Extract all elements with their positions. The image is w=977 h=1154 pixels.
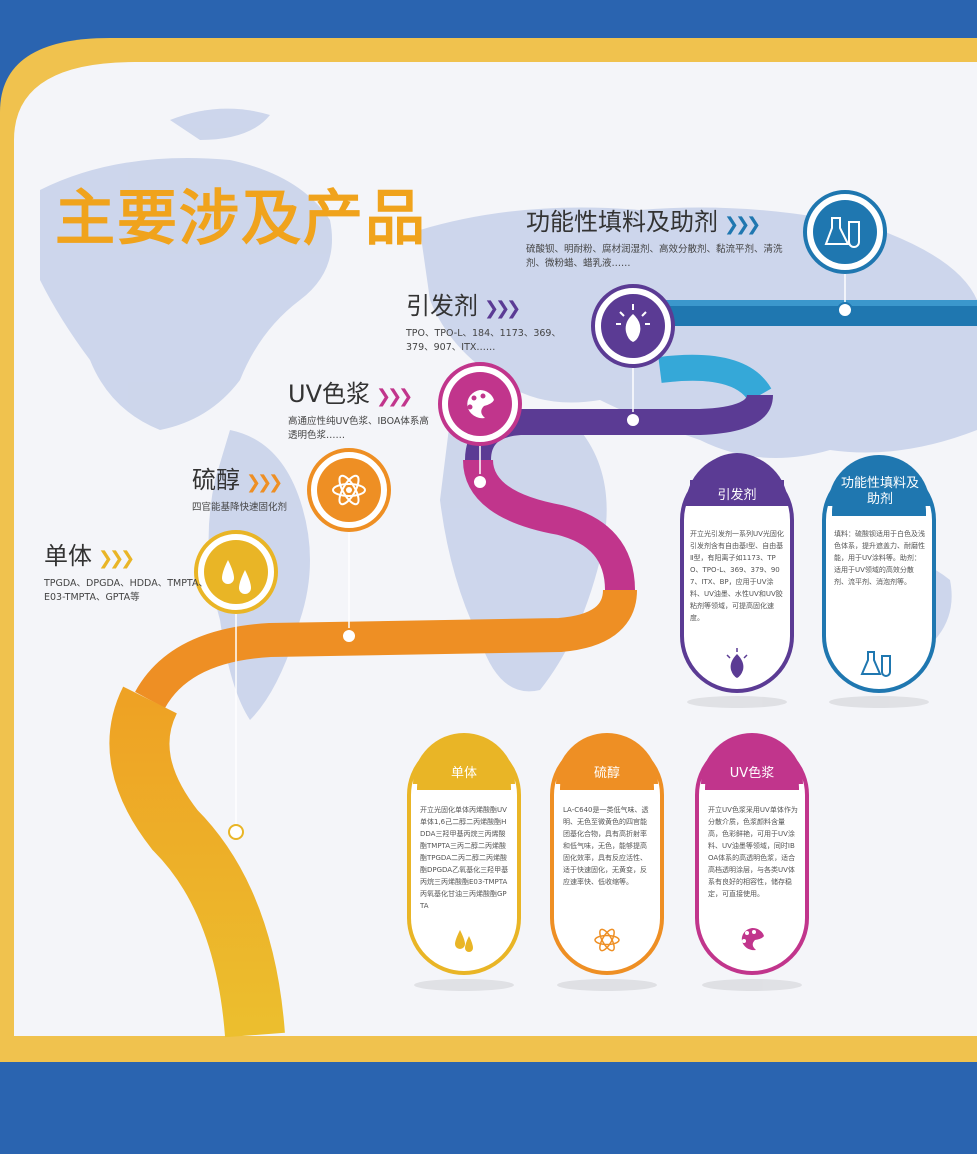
chevrons-icon: ❯❯❯: [484, 298, 521, 319]
chevrons-icon: ❯❯❯: [375, 386, 413, 407]
card-title: 硫醇: [593, 766, 620, 781]
category-fillers: 功能性填料及助剂 ❯❯❯ 硫酸钡、明耐粉、腐材润湿剂、高效分散剂、黏流平剂、清洗剂…: [526, 202, 796, 271]
card-body: 开立光固化单体丙烯酸酯UV单体1,6己二醇二丙烯酸酯HDDA三羟甲基丙烷三丙烯酸…: [420, 806, 509, 910]
card-title: 引发剂: [717, 488, 757, 503]
category-initiator: 引发剂 ❯❯❯ TPO、TPO-L、184、1173、369、379、907、IT…: [406, 286, 586, 355]
category-desc: 四官能基降快速固化剂: [192, 502, 288, 513]
page-title: 主要涉及产品: [55, 184, 427, 254]
road-segment-orange: [135, 588, 637, 709]
card-body: LA-C640是一类低气味、透明、无色至微黄色的四官能团基化合物，具有高折射率和…: [563, 806, 649, 886]
category-title: 硫醇: [192, 466, 240, 494]
chevrons-icon: ❯❯❯: [246, 472, 283, 493]
chevrons-icon: ❯❯❯: [98, 548, 135, 569]
card-body: 填料：硫酸钡适用于白色及浅色体系，提升遮盖力、耐磨性能，用于UV涂料等。助剂：适…: [834, 530, 925, 586]
category-desc: 硫酸钡、明耐粉、腐材润湿剂、高效分散剂、黏流平剂、清洗剂、微粉蜡、蜡乳液……: [526, 244, 783, 269]
flask-icon: [803, 190, 887, 274]
category-desc: TPGDA、DPGDA、HDDA、TMPTA、E03-TMPTA、GPTA等: [44, 578, 208, 603]
category-thiol: 硫醇 ❯❯❯ 四官能基降快速固化剂: [192, 460, 322, 515]
category-title: UV色浆: [288, 380, 370, 408]
bulb-icon: [726, 648, 748, 678]
atom-icon: [594, 928, 620, 952]
palette-icon: [438, 362, 522, 446]
category-title: 功能性填料及助剂: [526, 208, 718, 236]
drops-icon: [194, 530, 278, 614]
road-segment-skyblue: [658, 354, 772, 403]
card-title: UV色浆: [729, 766, 775, 781]
category-title: 引发剂: [406, 292, 478, 320]
drops-icon: [455, 930, 473, 952]
category-desc: TPO、TPO-L、184、1173、369、379、907、ITX……: [406, 328, 561, 353]
chevrons-icon: ❯❯❯: [724, 214, 761, 235]
bulb-icon: [591, 284, 675, 368]
category-title: 单体: [44, 542, 92, 570]
category-uv-paste: UV色浆❯❯❯ 高通应性纯UV色浆、IBOA体系高透明色浆……: [288, 374, 438, 443]
road-segment-yellow: [109, 686, 285, 1038]
card-title: 功能性填料及助剂: [840, 476, 919, 507]
palette-icon: [741, 927, 764, 951]
card-body: 开立光引发剂一系列UV光固化引发剂含有自由基Ⅰ型、自由基Ⅱ型，有阳离子如1173…: [690, 530, 784, 622]
atom-icon: [307, 448, 391, 532]
category-monomer: 单体 ❯❯❯ TPGDA、DPGDA、HDDA、TMPTA、E03-TMPTA、G…: [44, 536, 224, 605]
flask-icon: [860, 651, 891, 677]
card-title: 单体: [450, 766, 477, 781]
card-body: 开立UV色浆采用UV单体作为分散介质，色浆颜料含量高，色彩鲜艳，可用于UV涂料、…: [708, 806, 798, 898]
category-desc: 高通应性纯UV色浆、IBOA体系高透明色浆……: [288, 416, 429, 441]
